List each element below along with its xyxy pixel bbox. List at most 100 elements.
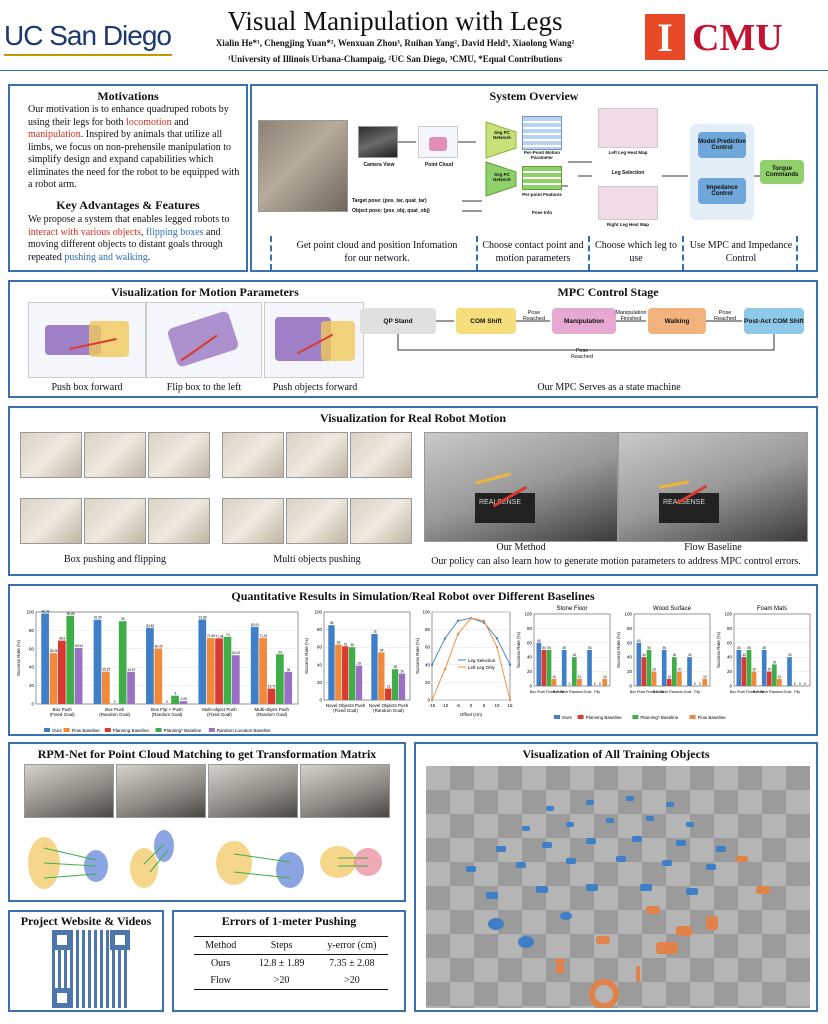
- bar-value-label: 0: [699, 682, 701, 686]
- robot-photo: [258, 120, 348, 212]
- system-desc-3: Choose which leg to use: [595, 240, 677, 264]
- bar: [49, 653, 58, 704]
- bar-value-label: 0: [594, 682, 596, 686]
- legend-swatch: [44, 728, 50, 732]
- y-tick-label: 80: [425, 627, 431, 632]
- state-com-shift: COM Shift: [456, 308, 516, 334]
- data-point: [456, 632, 460, 636]
- bar-value-label: 10: [603, 675, 607, 679]
- x-tick-label: (Fixed Goal): [333, 708, 358, 713]
- x-tick-label: Flip: [694, 690, 700, 694]
- table-row: Ours 12.8 ± 1.89 7.35 ± 2.08: [210, 958, 375, 969]
- bar-value-label: 60: [637, 639, 641, 643]
- bar-value-label: 85: [330, 621, 334, 625]
- bar: [736, 650, 742, 686]
- y-tick-label: 40: [527, 655, 533, 660]
- rpm-matching-figures: [28, 830, 382, 889]
- motivation-text: Our motivation is to enhance quadruped r…: [28, 104, 240, 190]
- motivation-title: Motivations: [97, 89, 159, 103]
- errors-title: Errors of 1-meter Pushing: [221, 914, 357, 928]
- x-tick-label: (Random Goal): [99, 712, 130, 717]
- bar: [551, 678, 557, 686]
- rpm-photo-2: [116, 764, 206, 818]
- bar-value-label: 98.33: [41, 610, 49, 614]
- rpm-panel: RPM-Net for Point Cloud Matching to get …: [8, 742, 406, 902]
- bar-value-label: 50: [663, 646, 667, 650]
- legend-swatch: [554, 715, 560, 719]
- bar: [577, 678, 582, 686]
- bar: [102, 671, 110, 704]
- system-overview-panel: System Overview Camera View Point Cloud …: [250, 84, 818, 272]
- x-tick-label: Box Flip + Push: [151, 707, 183, 712]
- bar: [541, 650, 547, 686]
- y-tick-label: 40: [727, 655, 733, 660]
- box-push-photo-1: [20, 432, 82, 478]
- bar-value-label: 90: [121, 617, 125, 621]
- bar: [335, 644, 342, 700]
- x-tick-label: Novel Objects Push: [369, 703, 409, 708]
- data-point: [495, 646, 499, 649]
- y-tick-label: 40: [425, 662, 431, 667]
- bar-value-label: 39: [357, 662, 361, 666]
- x-axis-label: Offset (cm): [460, 712, 483, 717]
- bar-value-label: 40: [742, 653, 746, 657]
- y-tick-label: 100: [624, 612, 632, 617]
- mpc-box: Model Predictive Control: [698, 132, 746, 158]
- col-yerror: y-error (cm): [327, 940, 377, 951]
- y-tick-label: 60: [29, 646, 35, 651]
- qr-code[interactable]: [52, 930, 130, 1008]
- legend-label: Left Leg Only: [468, 665, 496, 670]
- bar: [371, 634, 378, 700]
- mpc-state-arrows: [397, 320, 775, 351]
- legend-label: Ours: [562, 715, 573, 720]
- bar-value-label: 9: [174, 692, 176, 696]
- bar-value-label: 60.94: [75, 644, 83, 648]
- multi-push-photo-6: [350, 498, 412, 544]
- bar-value-label: 60: [351, 643, 355, 647]
- bar: [777, 678, 782, 686]
- bar-value-label: 91.85: [199, 615, 207, 619]
- bar-value-label: 50: [563, 646, 567, 650]
- bar: [702, 678, 708, 686]
- y-tick-label: 40: [29, 665, 35, 670]
- quantitative-panel: Quantitative Results in Simulation/Real …: [8, 584, 818, 736]
- bar: [223, 636, 232, 704]
- website-title: Project Website & Videos: [20, 914, 152, 928]
- bar-value-label: 30: [400, 670, 404, 674]
- bar-value-label: 61: [344, 642, 348, 646]
- bar-value-label: 40: [788, 653, 792, 657]
- bar-value-label: 30: [773, 660, 777, 664]
- bar-value-label: 10: [668, 675, 672, 679]
- box-flip-photo-1: [20, 498, 82, 544]
- multi-push-photo-2: [286, 432, 348, 478]
- bar-value-label: 60.42: [155, 644, 163, 648]
- bar-value-label: 75: [373, 630, 377, 634]
- bar-value-label: 0: [694, 682, 696, 686]
- bar: [118, 621, 127, 704]
- seg-pc-network-2: Seg PC Network: [493, 172, 511, 182]
- y-axis-label: Success Rate (%): [616, 631, 621, 668]
- state-qp-stand: QP Stand: [360, 308, 436, 334]
- bar-value-label: 71.65: [207, 634, 215, 638]
- x-tick-label: (Fixed Goal): [50, 712, 75, 717]
- x-tick-label: 5: [483, 703, 486, 708]
- website-panel: Project Website & Videos: [8, 910, 164, 1012]
- plot-frame: [431, 611, 511, 701]
- bar-value-label: 3.09: [181, 697, 187, 701]
- bar-value-label: 91.59: [94, 616, 102, 620]
- y-tick-label: 40: [627, 655, 633, 660]
- bar: [171, 695, 179, 704]
- y-tick-label: 60: [727, 640, 733, 645]
- per-point-motion-label: Per-Point Motion Parameter: [524, 150, 560, 160]
- y-tick-label: 0: [729, 684, 732, 689]
- bar: [378, 652, 385, 700]
- bar: [250, 626, 259, 704]
- motion-vis-caption-2: Flip box to the left: [166, 382, 242, 393]
- legend-swatch: [689, 715, 696, 719]
- bar: [127, 671, 135, 704]
- y-tick-label: 80: [317, 627, 323, 632]
- x-tick-label: Box Push Random Goal: [653, 690, 692, 694]
